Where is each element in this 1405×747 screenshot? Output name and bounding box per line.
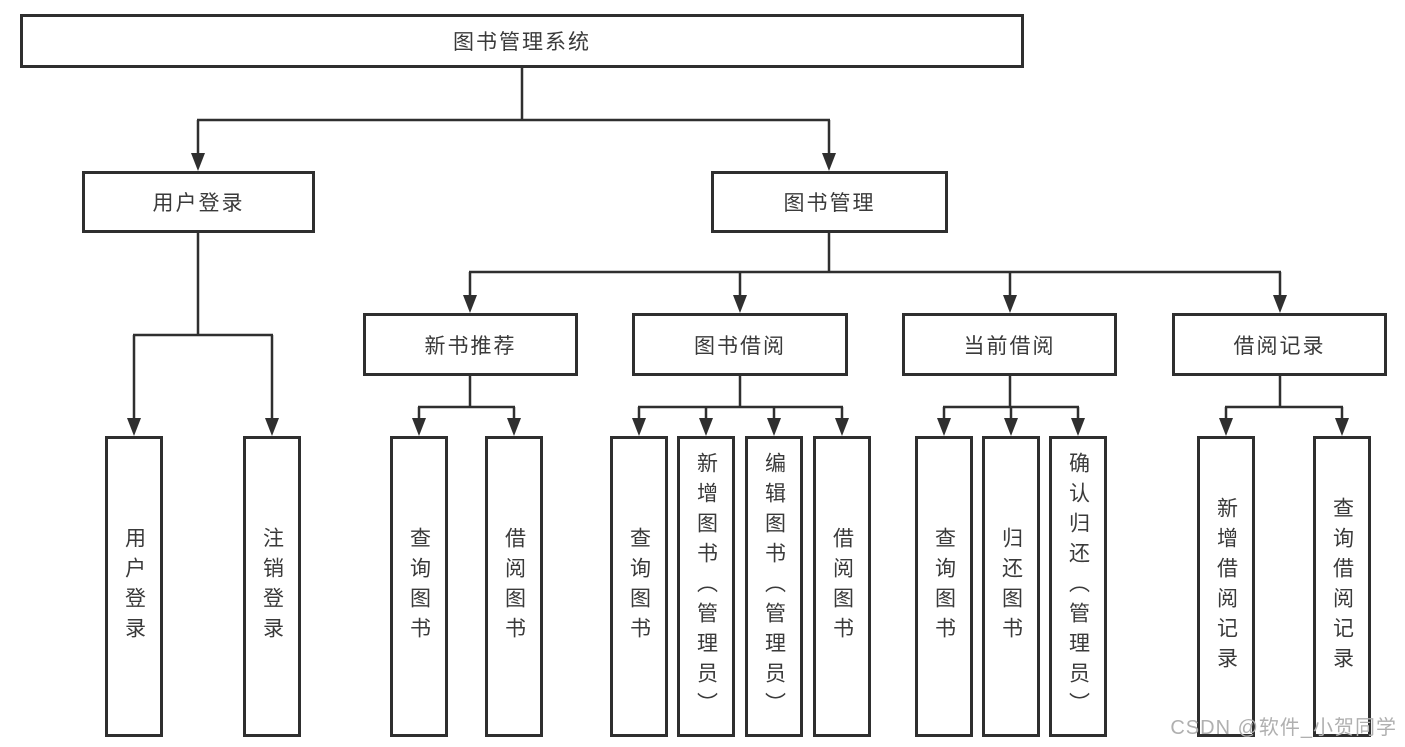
leaf-current-query-books: 查询图书 bbox=[915, 436, 973, 737]
node-book-borrowing: 图书借阅 bbox=[632, 313, 848, 376]
leaf-recommend-query-books: 查询图书 bbox=[390, 436, 448, 737]
leaf-recommend-borrow-books: 借阅图书 bbox=[485, 436, 543, 737]
leaf-confirm-return-admin: 确认归还（管理员） bbox=[1049, 436, 1107, 737]
node-user-login: 用户登录 bbox=[82, 171, 315, 233]
node-new-book-recommend: 新书推荐 bbox=[363, 313, 578, 376]
node-current-borrowing: 当前借阅 bbox=[902, 313, 1117, 376]
leaf-add-borrow-record: 新增借阅记录 bbox=[1197, 436, 1255, 737]
node-book-management: 图书管理 bbox=[711, 171, 948, 233]
leaf-return-books: 归还图书 bbox=[982, 436, 1040, 737]
node-library-management-system: 图书管理系统 bbox=[20, 14, 1024, 68]
leaf-borrowing-borrow-books: 借阅图书 bbox=[813, 436, 871, 737]
leaf-edit-book-admin: 编辑图书（管理员） bbox=[745, 436, 803, 737]
leaf-add-book-admin: 新增图书（管理员） bbox=[677, 436, 735, 737]
leaf-borrowing-query-books: 查询图书 bbox=[610, 436, 668, 737]
leaf-user-login: 用户登录 bbox=[105, 436, 163, 737]
leaf-query-borrow-record: 查询借阅记录 bbox=[1313, 436, 1371, 737]
csdn-watermark: CSDN @软件_小贺同学 bbox=[1170, 717, 1397, 739]
leaf-logout: 注销登录 bbox=[243, 436, 301, 737]
node-borrowing-records: 借阅记录 bbox=[1172, 313, 1387, 376]
